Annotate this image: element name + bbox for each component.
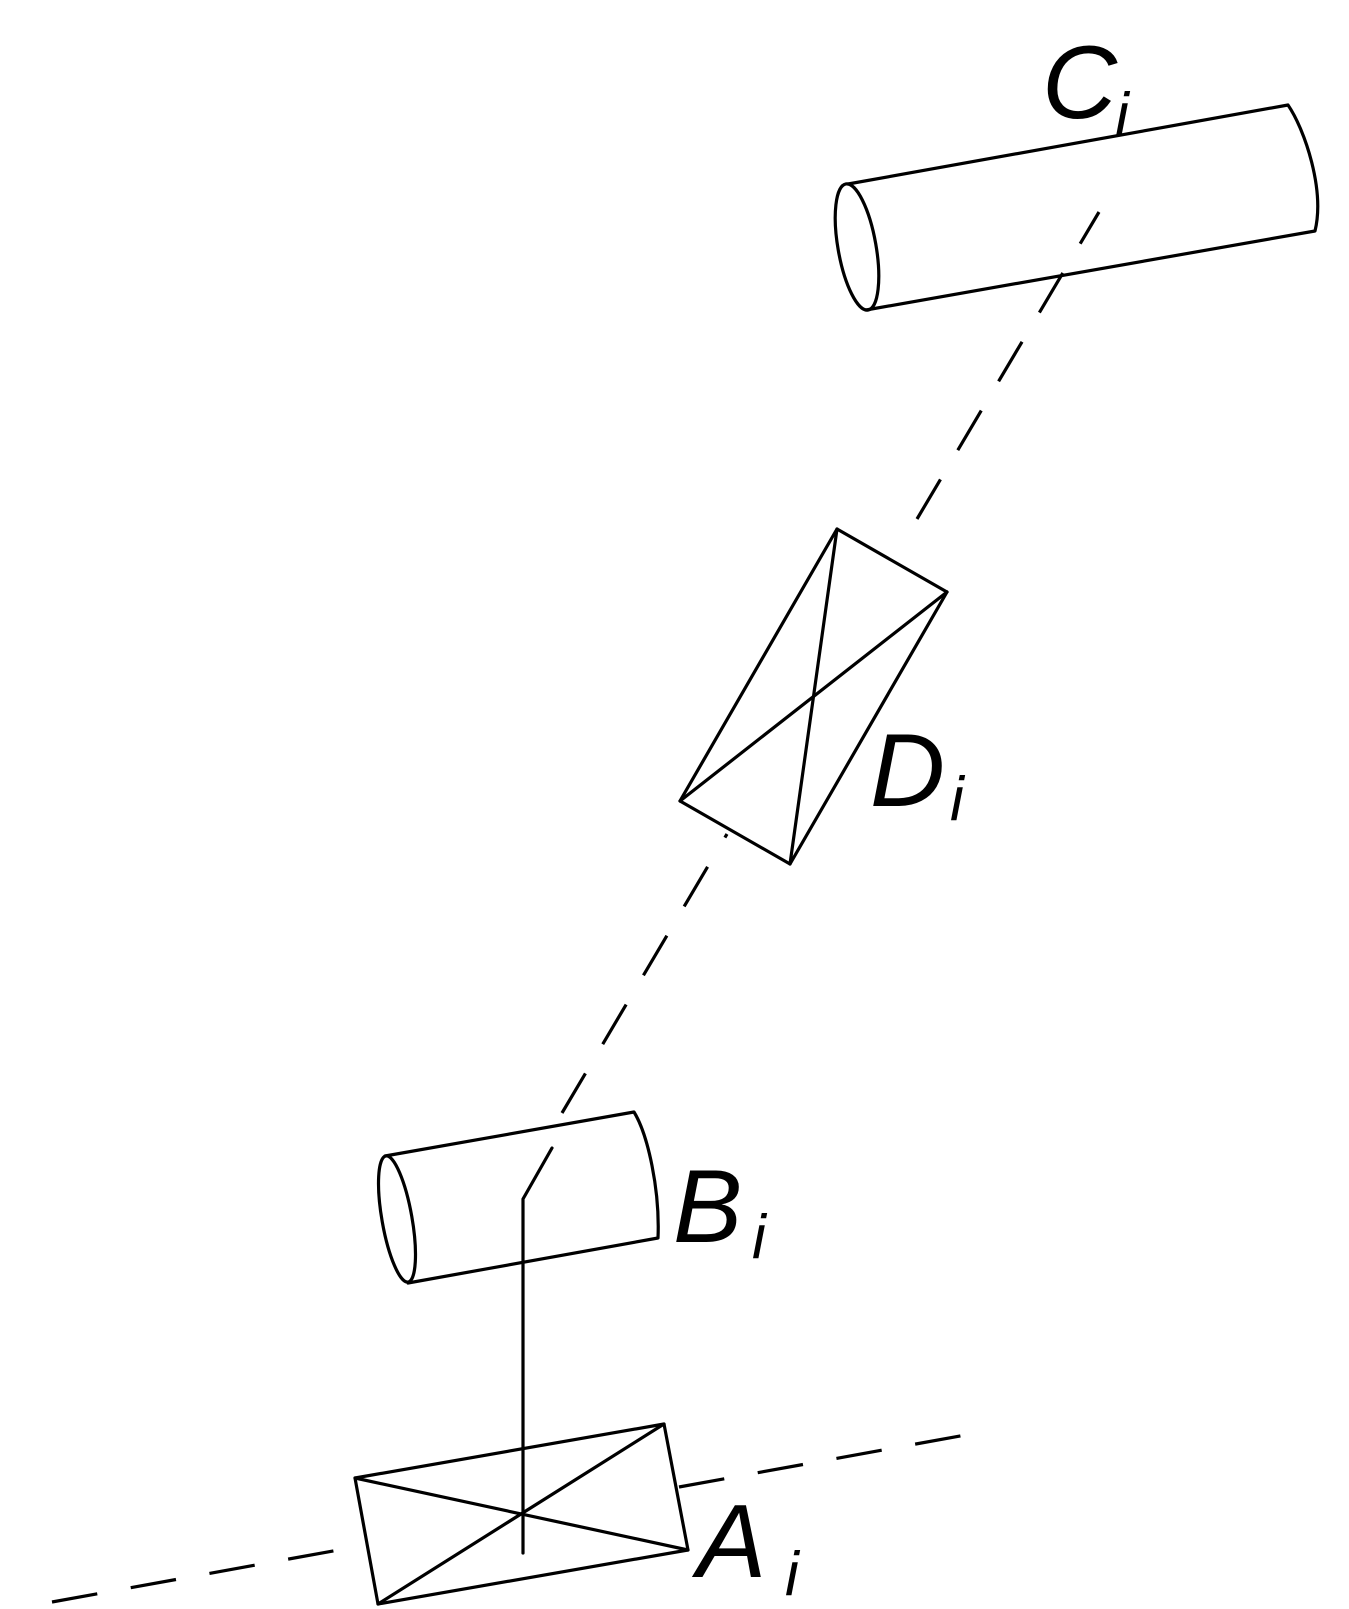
label-b-subscript: i [752, 1203, 768, 1272]
label-d-subscript: i [950, 765, 966, 834]
label-b: B [673, 1149, 742, 1265]
element-c-cylinder [833, 103, 1320, 312]
element-b-cylinder [376, 1110, 660, 1285]
element-a-prism [353, 1422, 690, 1606]
label-a: A [691, 1484, 766, 1600]
element-d-prism [678, 527, 949, 866]
axis-a-dashed-line [51, 1428, 994, 1604]
axis-bdc-dashed-line [560, 211, 1101, 1114]
label-c: C [1042, 25, 1118, 141]
beam-a-to-b-line [521, 1146, 554, 1555]
label-d: D [870, 713, 945, 829]
label-c-subscript: i [1115, 81, 1131, 150]
label-a-subscript: i [785, 1540, 801, 1609]
